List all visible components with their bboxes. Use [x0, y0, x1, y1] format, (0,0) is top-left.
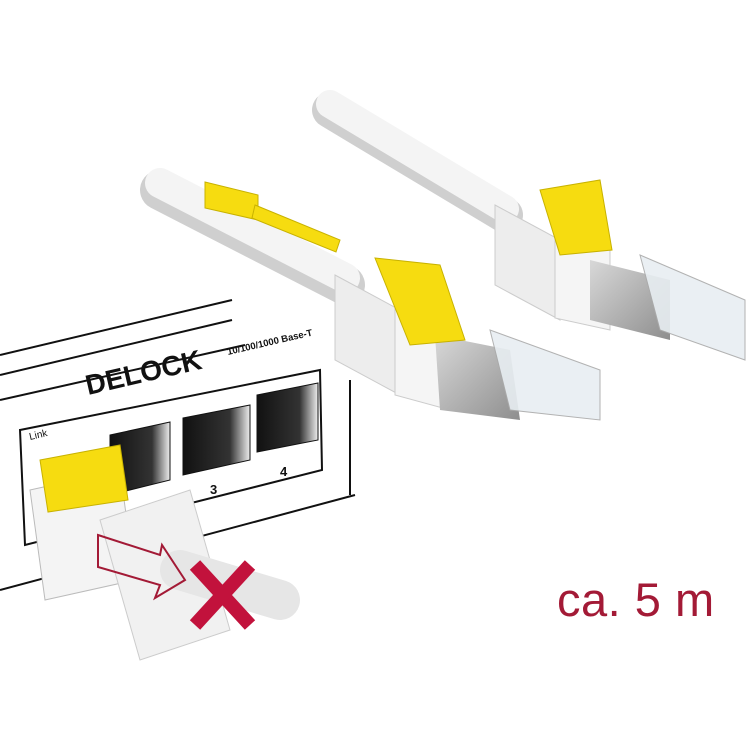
port-number-3: 3 — [210, 482, 217, 497]
link-label: Link — [28, 428, 49, 443]
cable-front — [140, 168, 601, 421]
cable-back — [312, 90, 746, 361]
release-key-icon — [204, 181, 341, 253]
length-caption: ca. 5 m — [557, 573, 715, 626]
cross-icon — [189, 560, 256, 630]
speed-label: 10/100/1000 Base-T — [226, 328, 314, 358]
port-number-4: 4 — [280, 464, 288, 479]
pull-arrow-icon — [97, 533, 187, 601]
brand-logo: DELOCK — [82, 344, 204, 401]
